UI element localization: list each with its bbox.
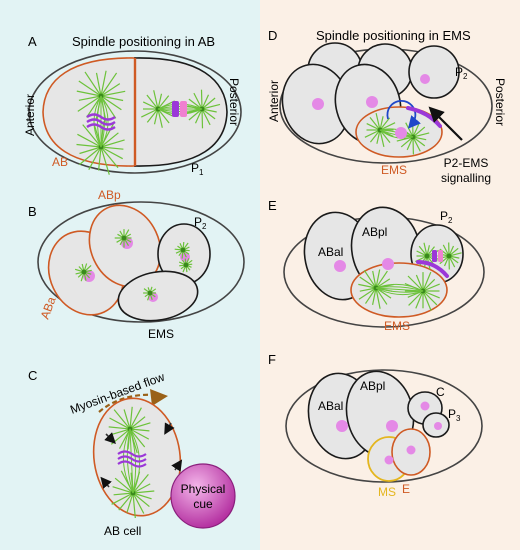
panel-a-title: Spindle positioning in AB xyxy=(72,34,215,49)
abal-nucleus-f xyxy=(336,420,348,432)
c-nucleus xyxy=(421,402,430,411)
e-nucleus xyxy=(407,446,416,455)
panel-a-letter: A xyxy=(28,34,37,49)
abal-label-e: ABal xyxy=(318,245,343,259)
p1-chromosomes-right xyxy=(180,101,187,117)
panel-c-letter: C xyxy=(28,368,37,383)
p1-chromosomes-left xyxy=(172,101,179,117)
posterior-label-d: Posterior xyxy=(493,78,507,126)
p2-nucleus-d xyxy=(420,74,430,84)
ems-label-b: EMS xyxy=(148,327,174,341)
anterior-label-a: Anterior xyxy=(23,94,37,136)
ab-nucleus-d1 xyxy=(312,98,324,110)
ms-nucleus xyxy=(385,456,394,465)
abpl-nucleus-e xyxy=(382,258,394,270)
abal-label-f: ABal xyxy=(318,399,343,413)
panel-f-letter: F xyxy=(268,352,276,367)
signalling-label-line1: P2-EMS xyxy=(444,156,489,170)
p2-chromosomes-e-right xyxy=(438,250,443,262)
ems-label-d: EMS xyxy=(381,163,407,177)
abpl-nucleus-f xyxy=(386,420,398,432)
panel-b-letter: B xyxy=(28,204,37,219)
abpl-label-f: ABpl xyxy=(360,379,385,393)
c-label: C xyxy=(436,385,445,399)
p2-chromosomes-e-left xyxy=(432,250,437,262)
ab-label: AB xyxy=(52,155,68,169)
abal-nucleus-e xyxy=(334,260,346,272)
ems-label-e: EMS xyxy=(384,319,410,333)
anterior-label-d: Anterior xyxy=(267,80,281,122)
physical-cue-line2: cue xyxy=(193,497,213,511)
ab-nucleus-d2 xyxy=(366,96,378,108)
physical-cue-sphere xyxy=(171,464,235,528)
ms-label: MS xyxy=(378,485,396,499)
posterior-label-a: Posterior xyxy=(227,78,241,126)
ems-nucleus-d xyxy=(395,127,407,139)
p2-cell-d xyxy=(409,46,459,98)
ab-cell-label: AB cell xyxy=(104,524,141,538)
physical-cue-line1: Physical xyxy=(181,482,226,496)
panel-d-letter: D xyxy=(268,28,277,43)
abpl-label-e: ABpl xyxy=(362,225,387,239)
signalling-label-line2: signalling xyxy=(441,171,491,185)
e-label: E xyxy=(402,482,410,496)
panel-e-letter: E xyxy=(268,198,277,213)
abp-label: ABp xyxy=(98,188,121,202)
p3-nucleus xyxy=(434,422,442,430)
panel-d-title: Spindle positioning in EMS xyxy=(316,28,471,43)
